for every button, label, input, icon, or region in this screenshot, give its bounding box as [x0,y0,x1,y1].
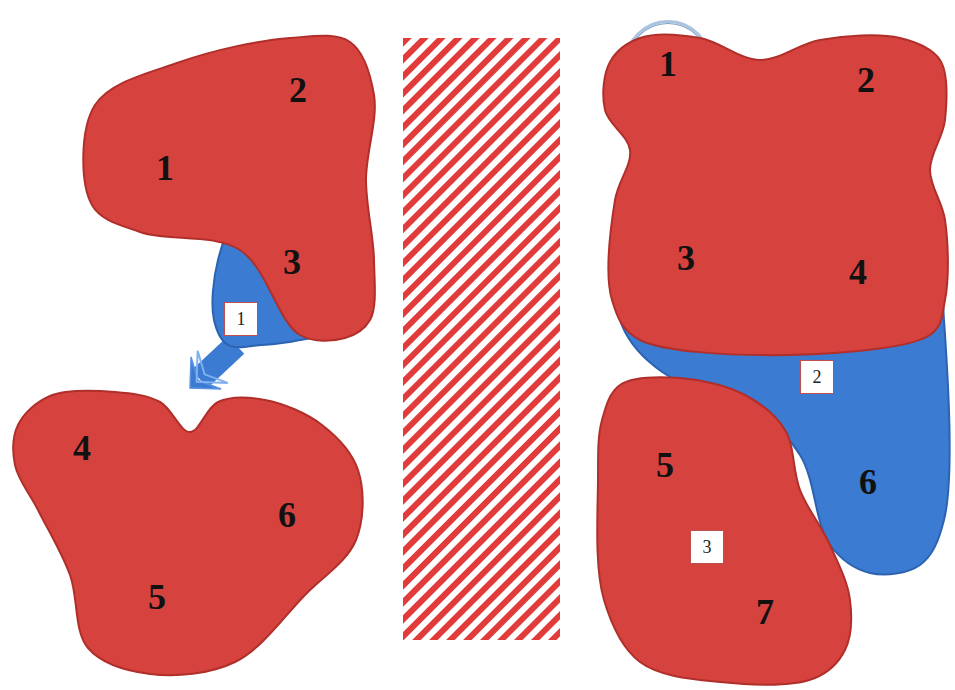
region-outline [594,376,856,684]
region-outline [88,36,378,340]
circle-number: 2 [289,72,307,108]
circle-number: 2 [857,62,875,98]
region-outline [597,377,851,684]
arrow-head [190,357,221,389]
callout-number: 2 [800,360,834,394]
circle-number: 4 [849,254,867,290]
red-region: 123462 [598,36,948,342]
circle-number: 6 [859,464,877,500]
region-outline [603,35,948,356]
circle-number: 7 [756,594,774,630]
circle-number: 6 [278,497,296,533]
red-region: 1231 [88,36,378,340]
circle-number: 1 [156,150,174,186]
region-outline [13,391,362,676]
circle-number: 5 [656,447,674,483]
red-region: 4 6 5 [12,388,364,678]
region-outline [12,388,364,678]
region-outline [598,36,948,342]
circle-number: 5 [148,579,166,615]
callout-number: 3 [690,530,724,564]
arrow-connector [190,345,236,389]
circle-number: 1 [659,46,677,82]
circle-number: 3 [677,240,695,276]
callout-number: 1 [224,302,258,336]
arrow-chevron [197,351,228,383]
region-outline [83,36,375,341]
circle-number: 4 [73,430,91,466]
red-region: 5 73 [594,376,856,684]
circle-number: 3 [283,244,301,280]
striped-band [403,38,560,640]
